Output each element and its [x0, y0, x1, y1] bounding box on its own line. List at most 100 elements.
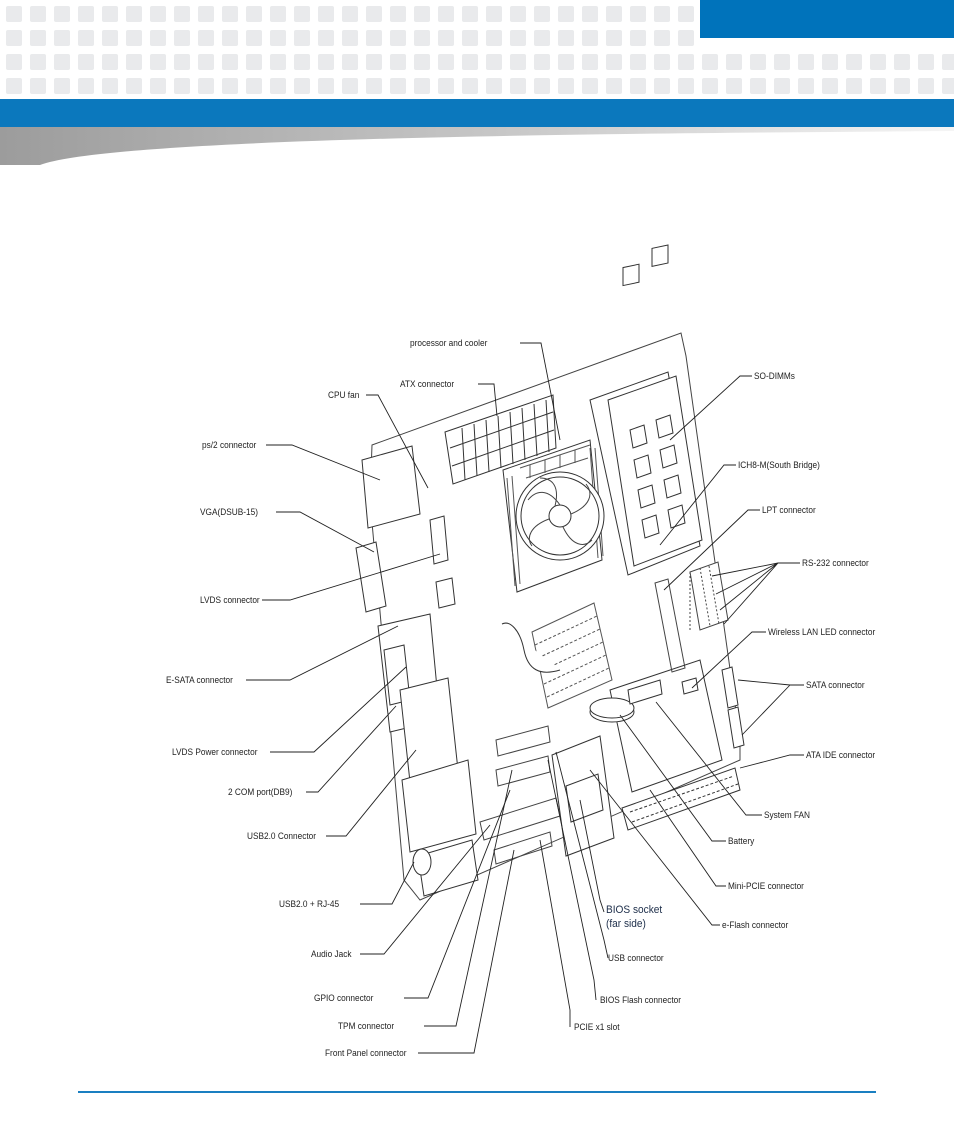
header-dot [6, 78, 22, 94]
header-dot [654, 6, 670, 22]
header-dot [702, 54, 718, 70]
header-dot [150, 30, 166, 46]
header-dot [246, 6, 262, 22]
header-dot [798, 54, 814, 70]
header-dot [678, 30, 694, 46]
label-lpt: LPT connector [762, 505, 816, 515]
header-dot [462, 54, 478, 70]
label-usb-rj45: USB2.0 + RJ-45 [279, 899, 340, 909]
label-processor-cooler: processor and cooler [410, 338, 488, 348]
header-dot [126, 78, 142, 94]
label-ps2-connector: ps/2 connector [202, 440, 257, 450]
label-minipcie: Mini-PCIE connector [728, 881, 804, 891]
header-dot [6, 54, 22, 70]
pin-headers [654, 561, 729, 673]
label-bios-socket: BIOS socket [606, 904, 663, 916]
label-sodimms: SO-DIMMs [754, 371, 795, 381]
header-dot [78, 54, 94, 70]
header-dot [390, 30, 406, 46]
header-dot [558, 6, 574, 22]
label-usb-connector: USB connector [608, 953, 664, 963]
header-dot [654, 54, 670, 70]
header-dot [702, 78, 718, 94]
label-vga: VGA(DSUB-15) [200, 507, 258, 517]
label-battery: Battery [728, 836, 755, 846]
sata-connectors [721, 666, 745, 749]
header-dot [558, 78, 574, 94]
header-dot [582, 78, 598, 94]
header-dot [606, 6, 622, 22]
label-system-fan: System FAN [764, 810, 811, 820]
label-eflash: e-Flash connector [722, 920, 789, 930]
header-dot [510, 54, 526, 70]
header-dot [438, 6, 454, 22]
header-dot [318, 30, 334, 46]
header-dot [534, 54, 550, 70]
header-dot [294, 78, 310, 94]
header-dot [174, 30, 190, 46]
header-dot [126, 54, 142, 70]
header-dot [102, 6, 118, 22]
header-dot [870, 78, 886, 94]
bios-area [551, 735, 615, 857]
footer-rule [78, 1091, 876, 1093]
header-dot [846, 78, 862, 94]
label-gpio-connector: GPIO connector [314, 993, 374, 1003]
header-dot [78, 6, 94, 22]
header-dot [54, 30, 70, 46]
header-dot [510, 30, 526, 46]
header-dot [318, 54, 334, 70]
header-dot [366, 6, 382, 22]
header-dot [126, 30, 142, 46]
label-lvds-power: LVDS Power connector [172, 747, 258, 757]
ich8m-heatsink [531, 602, 613, 709]
header-dot [150, 54, 166, 70]
header-dot [198, 30, 214, 46]
header-dot [774, 54, 790, 70]
header-dot [30, 78, 46, 94]
label-ich8m: ICH8-M(South Bridge) [738, 460, 820, 470]
header-dot [390, 54, 406, 70]
label-sata-connector: SATA connector [806, 680, 865, 690]
header-dot [918, 78, 934, 94]
header-dot [270, 54, 286, 70]
header-dot [294, 54, 310, 70]
header-dot [678, 78, 694, 94]
header-gray-band [0, 127, 954, 165]
header-dot [750, 78, 766, 94]
label-bios-socket-far-side: (far side) [606, 918, 646, 930]
header-dot [894, 78, 910, 94]
header-dot [30, 54, 46, 70]
header-dot [438, 30, 454, 46]
header-dot [174, 54, 190, 70]
header-dot [342, 30, 358, 46]
header-dot [486, 78, 502, 94]
header-dot [270, 78, 286, 94]
header-dot [246, 30, 262, 46]
header-dot [414, 78, 430, 94]
header-dot [198, 6, 214, 22]
header-dot [942, 54, 954, 70]
header-dot [918, 54, 934, 70]
header-dot [462, 30, 478, 46]
header-dot [534, 78, 550, 94]
header-dot [726, 78, 742, 94]
label-ata-ide: ATA IDE connector [806, 750, 876, 760]
header-dot [798, 78, 814, 94]
label-bios-flash: BIOS Flash connector [600, 995, 682, 1005]
header-dot [654, 30, 670, 46]
label-pcie-slot: PCIE x1 slot [574, 1022, 620, 1032]
header-dot [222, 54, 238, 70]
header-dot [726, 54, 742, 70]
header-dot [630, 54, 646, 70]
header-dot [366, 78, 382, 94]
header-blue-band [0, 99, 954, 127]
header-dot [270, 6, 286, 22]
header-dot [822, 54, 838, 70]
label-rs232: RS-232 connector [802, 558, 869, 568]
header-dot [534, 30, 550, 46]
header-dot [582, 30, 598, 46]
header-dot [342, 54, 358, 70]
header-dot [78, 78, 94, 94]
header-dot [102, 78, 118, 94]
